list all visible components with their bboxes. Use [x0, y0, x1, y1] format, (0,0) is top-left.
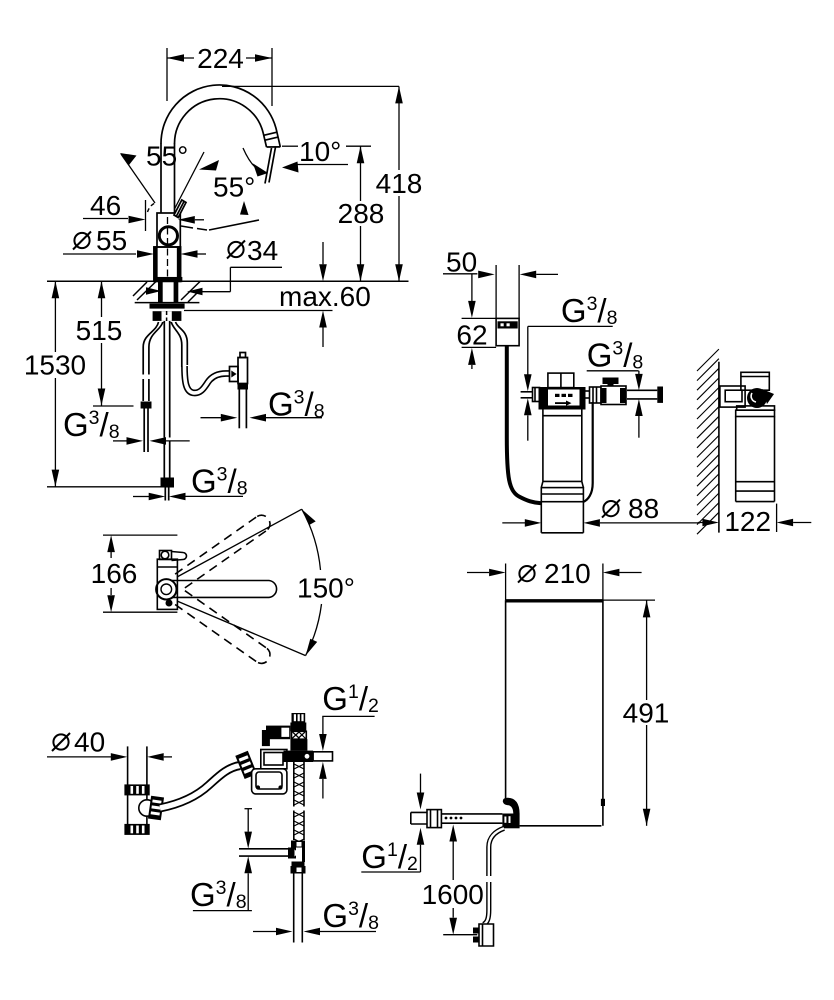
svg-text:515: 515	[76, 315, 123, 346]
svg-text:491: 491	[623, 698, 670, 729]
svg-text:210: 210	[544, 558, 591, 589]
svg-text:288: 288	[338, 198, 385, 229]
svg-text:88: 88	[628, 493, 659, 524]
svg-text:55: 55	[96, 225, 127, 256]
svg-text:224: 224	[197, 43, 244, 74]
svg-text:10°: 10°	[299, 136, 341, 167]
svg-text:418: 418	[376, 168, 423, 199]
svg-text:62: 62	[456, 320, 487, 351]
svg-text:1600: 1600	[422, 879, 484, 910]
svg-text:150°: 150°	[297, 573, 355, 604]
svg-text:46: 46	[90, 190, 121, 221]
svg-text:166: 166	[91, 558, 138, 589]
svg-text:55°: 55°	[146, 141, 188, 172]
svg-text:55°: 55°	[213, 172, 255, 203]
svg-text:50: 50	[446, 247, 477, 278]
svg-text:34: 34	[247, 235, 278, 266]
svg-text:max.60: max.60	[279, 281, 371, 312]
svg-text:1530: 1530	[24, 350, 86, 381]
svg-text:122: 122	[724, 506, 771, 537]
svg-text:40: 40	[74, 727, 105, 758]
